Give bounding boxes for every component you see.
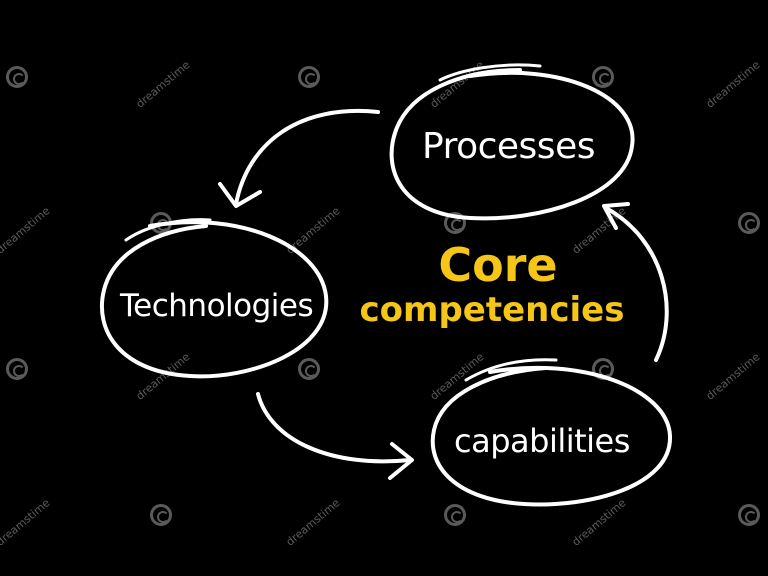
watermark-logo-icon (444, 212, 466, 234)
center-title-line1: Core (438, 238, 558, 292)
watermark-logo-icon (444, 504, 466, 526)
watermark-logo-icon (738, 504, 760, 526)
technologies-oval (99, 218, 329, 379)
processes-oval (389, 63, 635, 221)
watermark-logo-icon (6, 66, 28, 88)
arrow-capabilities-to-processes (602, 202, 669, 362)
watermark-logo-icon (738, 212, 760, 234)
node-label-processes: Processes (422, 126, 595, 167)
node-label-technologies: Technologies (120, 288, 314, 324)
capabilities-oval (430, 358, 673, 507)
arrow-technologies-to-capabilities (256, 392, 414, 480)
node-label-capabilities: capabilities (454, 422, 630, 460)
watermark-logo-icon (150, 504, 172, 526)
center-title-line2: competencies (359, 290, 625, 330)
watermark-logo-icon (6, 358, 28, 380)
watermark-logo-icon (298, 66, 320, 88)
watermark-logo-icon (592, 66, 614, 88)
watermark-logo-icon (298, 358, 320, 380)
arrow-processes-to-technologies (218, 109, 380, 208)
